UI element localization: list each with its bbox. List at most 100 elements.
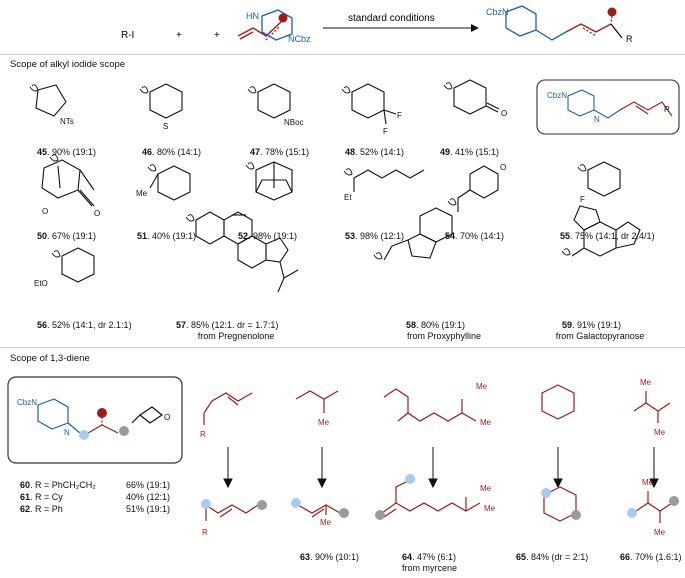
- product-cbzn-label: CbzN: [486, 7, 509, 17]
- structure-52: [245, 161, 293, 201]
- svg-text:S: S: [163, 122, 168, 131]
- label-65: 65. 84% (dr = 2:1): [516, 552, 589, 562]
- svg-text:O: O: [42, 207, 48, 216]
- reactive-site-dot: [607, 7, 617, 17]
- reagent-alkyl-iodide: R-I: [121, 30, 134, 41]
- box-diene-structure: [37, 398, 164, 434]
- svg-text:R: R: [202, 528, 208, 537]
- svg-text:EtO: EtO: [34, 279, 48, 288]
- reaction-scheme: R-I + + HN NCbz standard conditions CbzN…: [121, 5, 633, 44]
- label-56: 56. 52% (14:1, dr 2.1:1): [37, 320, 132, 330]
- reactive-site-dot: [278, 13, 288, 23]
- svg-text:O: O: [94, 209, 100, 218]
- svg-text:F: F: [397, 111, 402, 120]
- structure-58: [373, 207, 453, 261]
- svg-text:Me: Me: [642, 478, 654, 487]
- yield-60: 66% (19:1): [126, 480, 171, 490]
- arrow-label: standard conditions: [348, 13, 435, 24]
- diene-r: [203, 392, 253, 425]
- structure-45: [29, 84, 67, 117]
- structure-48: [341, 83, 397, 125]
- diene-dimethylbutadiene: [633, 391, 671, 423]
- label-53: 53. 98% (12:1): [345, 231, 405, 241]
- structure-50: [41, 154, 95, 207]
- label-48: 48. 52% (14:1): [345, 147, 405, 157]
- svg-text:Et: Et: [344, 193, 352, 202]
- structure-51: [147, 164, 191, 201]
- diene-product-box: [7, 376, 183, 464]
- product-60-62: [205, 504, 259, 521]
- label-66: 66. 70% (1.6:1): [620, 552, 682, 562]
- diene-structures: CbzN N O R Me Me Me Me Me: [7, 376, 679, 537]
- svg-text:F: F: [580, 195, 585, 204]
- structure-46: [139, 83, 183, 119]
- label-58: 58. 80% (19:1): [406, 320, 466, 330]
- piperazine-ncbz-label: NCbz: [288, 34, 311, 44]
- diene-myrcene: [383, 388, 477, 422]
- piperazine-nh-label: HN: [246, 11, 259, 21]
- svg-text:N: N: [594, 115, 600, 124]
- svg-text:R: R: [200, 430, 206, 439]
- svg-text:Me: Me: [654, 428, 666, 437]
- product-66: [635, 491, 673, 523]
- structure-54: [447, 165, 499, 212]
- alkyl-structures: NTs S NBoc F F O CbzN N R: [29, 79, 680, 293]
- section-title-alkyl: Scope of alkyl iodide scope: [10, 59, 126, 70]
- label-49: 49. 41% (15:1): [440, 147, 500, 157]
- label-61: 61. R = Cy: [20, 492, 63, 502]
- svg-text:Me: Me: [318, 418, 330, 427]
- label-63: 63. 90% (10:1): [300, 552, 360, 562]
- structure-56: [51, 247, 95, 283]
- butadiene-structure: [237, 21, 282, 41]
- label-50: 50. 67% (19:1): [37, 231, 97, 241]
- label-59: 59. 91% (19:1): [562, 320, 622, 330]
- structure-55: [577, 161, 621, 197]
- svg-text:CbzN: CbzN: [17, 398, 37, 407]
- svg-text:R: R: [664, 105, 670, 114]
- svg-text:O: O: [500, 163, 506, 172]
- svg-text:Me: Me: [654, 528, 666, 537]
- label-60: 60. R = PhCH₂CH₂: [20, 480, 96, 490]
- product-63: [297, 504, 341, 518]
- label-62: 62. R = Ph: [20, 504, 63, 514]
- section-title-diene: Scope of 1,3-diene: [10, 353, 90, 364]
- label-57: 57. 85% (12:1. dr = 1.7:1): [176, 320, 279, 330]
- svg-text:Me: Me: [484, 504, 496, 513]
- label-46: 46. 80% (14:1): [142, 147, 202, 157]
- divider: [0, 347, 685, 348]
- plus-sign: +: [214, 30, 220, 41]
- svg-text:NBoc: NBoc: [284, 118, 304, 127]
- down-arrows: [223, 447, 659, 489]
- product-r-label: R: [626, 34, 633, 44]
- svg-text:NTs: NTs: [60, 117, 74, 126]
- svg-text:Me: Me: [640, 378, 652, 387]
- svg-text:Me: Me: [136, 189, 148, 198]
- label-45: 45. 90% (19:1): [37, 147, 97, 157]
- product-64: [381, 480, 481, 518]
- svg-text:CbzN: CbzN: [547, 91, 567, 100]
- yield-62: 51% (19:1): [126, 504, 171, 514]
- label-51: 51. 40% (19:1): [137, 231, 197, 241]
- svg-text:F: F: [383, 127, 388, 136]
- note-57: from Pregnenolone: [197, 331, 275, 341]
- box-product-structure: [567, 89, 673, 119]
- general-product-box: [536, 79, 680, 135]
- label-47: 47. 78% (15:1): [250, 147, 310, 157]
- note-58: from Proxyphylline: [406, 331, 482, 341]
- svg-text:O: O: [164, 413, 170, 422]
- product-structure: [505, 5, 623, 41]
- label-64: 64. 47% (6:1): [402, 552, 457, 562]
- svg-text:N: N: [64, 428, 70, 437]
- svg-text:Me: Me: [480, 484, 492, 493]
- note-64: from myrcene: [402, 563, 458, 573]
- piperazine-structure: [261, 9, 293, 41]
- svg-text:Me: Me: [480, 418, 492, 427]
- note-59: from Galactopyranose: [555, 331, 645, 341]
- structure-47: [247, 83, 291, 119]
- diene-isoprene: [295, 390, 339, 413]
- structure-57: [185, 211, 299, 293]
- structure-49: [443, 79, 500, 115]
- svg-text:Me: Me: [320, 518, 332, 527]
- svg-text:Me: Me: [476, 382, 488, 391]
- structure-53: [343, 168, 425, 192]
